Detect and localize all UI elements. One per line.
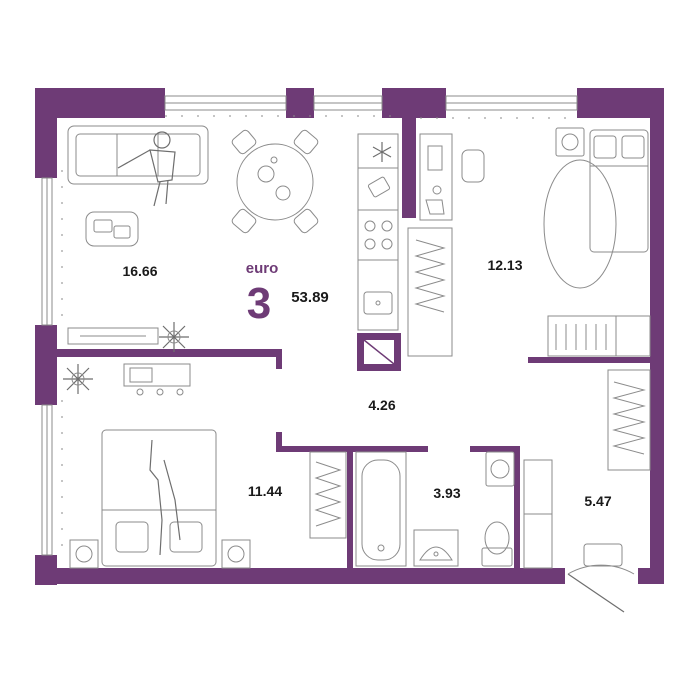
wardrobe-icon	[607, 369, 651, 471]
bed-icon	[543, 129, 649, 289]
washing-machine-icon	[555, 127, 585, 157]
wall-left-mid	[35, 325, 57, 405]
kitchen-counter	[357, 133, 399, 331]
apartment-room-count: 3	[247, 279, 271, 328]
radiator-icon	[309, 451, 347, 539]
wall-bath-left	[347, 446, 353, 568]
labels: 16.66 12.13 4.26 11.44 3.93 5.47 euro 3 …	[122, 257, 611, 509]
cutting-board-icon	[367, 176, 391, 198]
wall-bottom-right	[638, 568, 664, 584]
plant-icon	[159, 322, 189, 352]
room-area-bathroom: 3.93	[433, 485, 460, 501]
snowflake-icon	[372, 142, 392, 162]
furniture	[63, 125, 651, 613]
wall-right-top	[650, 88, 664, 368]
sofa-icon	[67, 125, 209, 185]
room-area-bedroom-right: 12.13	[487, 257, 522, 273]
toilet-icon	[481, 521, 513, 567]
walls	[35, 88, 664, 585]
radiator-icon	[407, 227, 453, 357]
coffee-table-icon	[85, 211, 139, 247]
wall-living-hall-horizontal	[57, 349, 282, 357]
wall-right-bedroom-bottom	[528, 357, 650, 363]
nightstand-icon	[69, 539, 251, 569]
wall-living-bedroom-divider	[402, 88, 416, 218]
shaft-diagonal	[363, 339, 395, 365]
sink-icon	[363, 291, 393, 315]
chair-icon	[231, 129, 319, 234]
wall-top-right-block	[577, 88, 664, 118]
wall-top-pier-1	[286, 88, 314, 118]
stove-icon	[364, 220, 393, 250]
wall-hall-bottom	[276, 432, 282, 452]
tv-stand-icon	[67, 327, 159, 345]
apartment-total-area: 53.89	[291, 289, 329, 306]
dresser-icon	[547, 315, 651, 357]
bathtub-icon	[355, 451, 407, 567]
table-icon	[231, 129, 319, 234]
bed-icon	[101, 429, 217, 567]
room-area-living-kitchen: 16.66	[122, 263, 157, 279]
plant-icon	[63, 364, 93, 394]
wall-wc-right	[514, 446, 520, 568]
room-area-hallway: 4.26	[368, 397, 395, 413]
windows	[41, 95, 578, 560]
sink-icon	[413, 529, 459, 567]
wall-left-top	[35, 88, 57, 178]
room-area-bedroom-left: 11.44	[248, 483, 282, 499]
left-bedroom-shelf	[123, 363, 191, 396]
desk-icon	[419, 133, 485, 221]
shoe-cabinet-icon	[523, 459, 623, 569]
entry-door[interactable]	[567, 564, 635, 613]
wall-right-bottom	[650, 368, 664, 584]
room-area-entry: 5.47	[584, 493, 611, 509]
person-icon	[117, 131, 176, 207]
wall-hall-stub	[276, 349, 282, 369]
wall-wc-top	[470, 446, 520, 452]
wall-bottom	[35, 568, 565, 584]
apartment-type-label: euro	[246, 260, 279, 277]
washing-machine-icon	[485, 451, 515, 487]
